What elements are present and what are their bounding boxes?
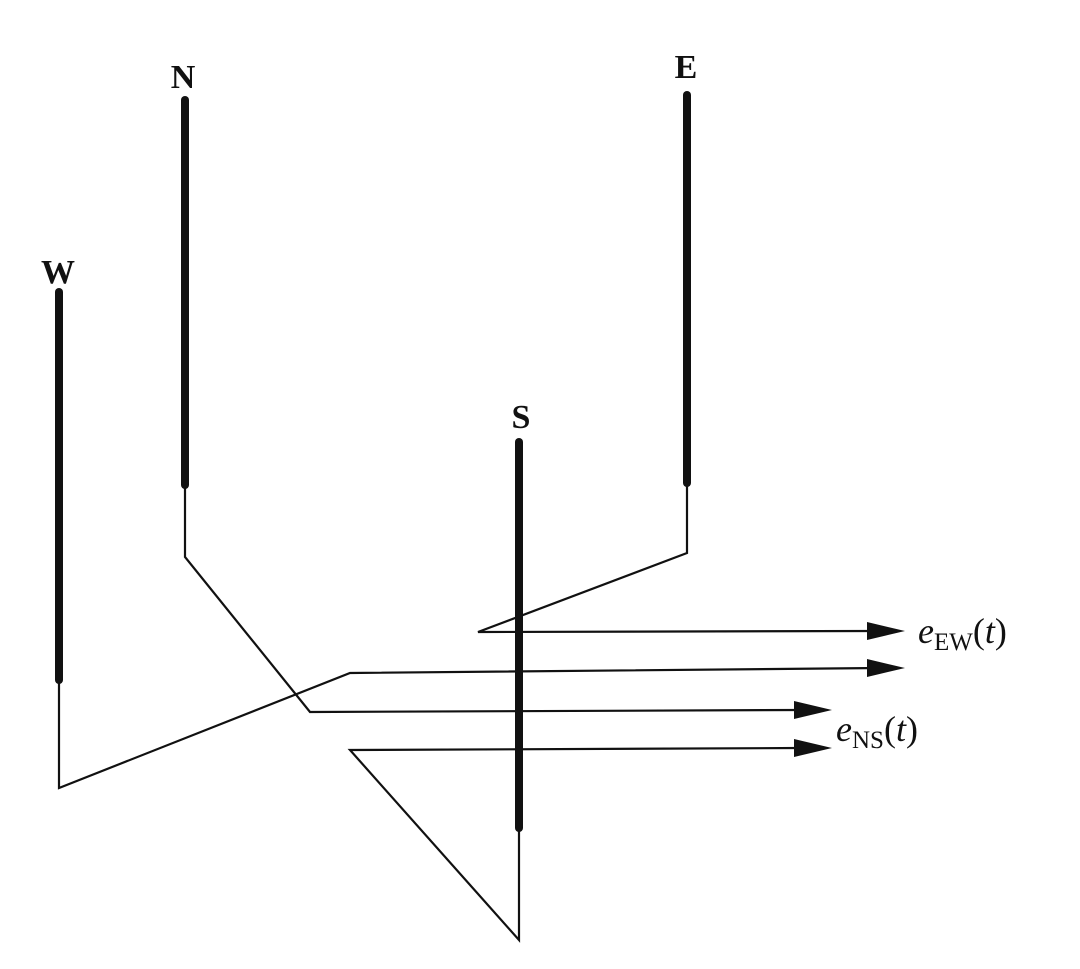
wire-east — [477, 483, 876, 634]
output-label-ew: eEW(t) — [918, 611, 1007, 656]
wire-south — [347, 746, 801, 943]
arrowhead-ew — [867, 622, 905, 640]
arrowhead-upper — [867, 659, 905, 677]
wire-west — [57, 666, 881, 790]
arrowhead-lower — [794, 739, 832, 757]
label-west: W — [41, 254, 75, 291]
label-east: E — [675, 49, 698, 86]
wire-north — [183, 485, 801, 714]
label-north: N — [171, 59, 196, 96]
arrowhead-ns — [794, 701, 832, 719]
label-south: S — [512, 399, 531, 436]
output-label-ns: eNS(t) — [836, 709, 918, 754]
